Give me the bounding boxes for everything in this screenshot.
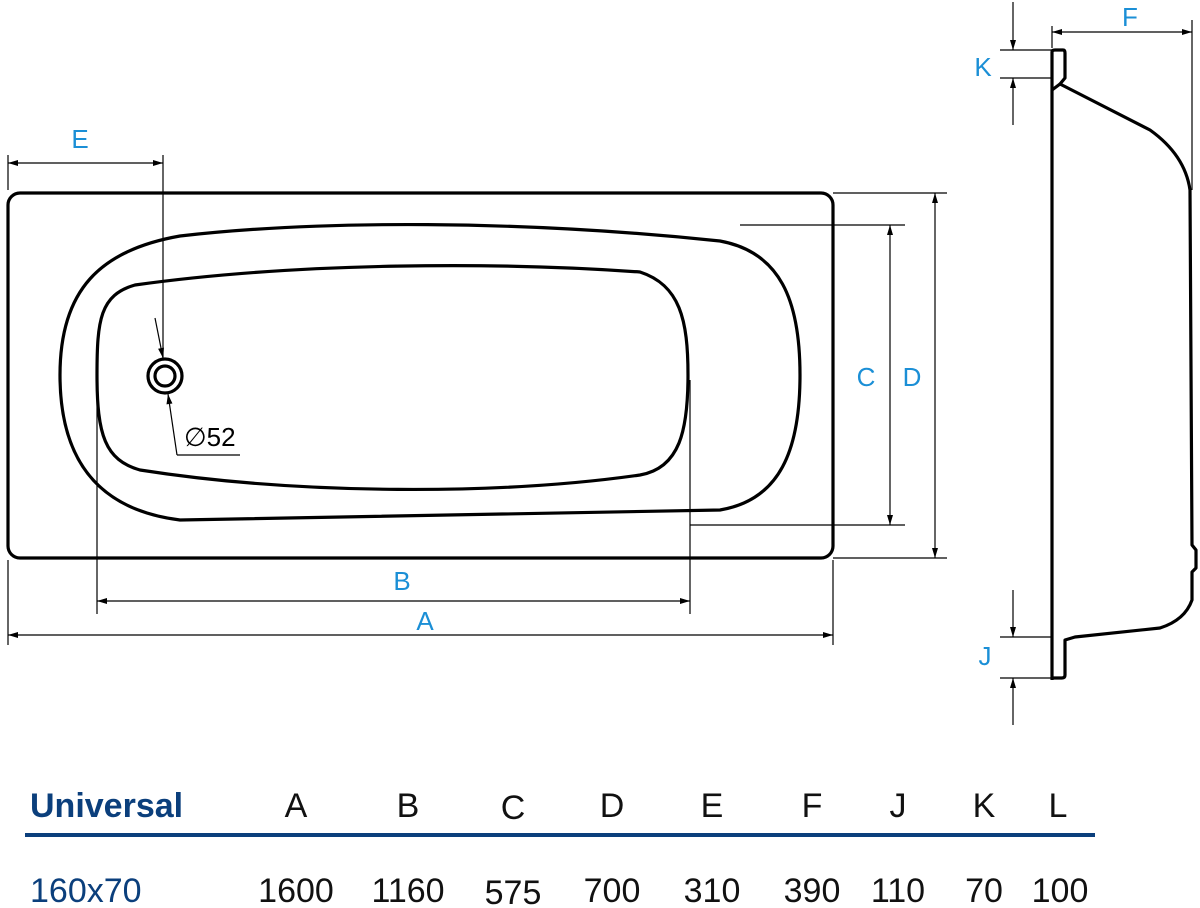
col-header: E [701,787,724,825]
drain-icon [146,357,184,395]
cell: 1600 [258,872,334,908]
table-row: 160x70 1600 1160 575 700 310 390 110 70 … [30,872,1088,908]
cell: 100 [1032,872,1089,908]
col-header: A [285,787,308,825]
dim-label-b: B [393,566,410,596]
dim-label-a: A [416,606,434,636]
tub-outline [6,191,835,560]
cell: 310 [684,872,741,908]
dim-label-c: C [857,362,876,392]
table-header: A B C D E F J K L [285,787,1068,827]
basin-inner [95,264,690,492]
col-header: D [600,787,625,825]
col-header: J [890,787,907,825]
col-header: L [1049,787,1068,825]
top-view: ∅52 E B A C D [6,124,947,645]
cell: 700 [584,872,641,908]
col-header: F [802,787,823,825]
cell: 575 [485,874,542,908]
dimension-table: Universal A B C D E F J K L 160x70 1600 … [25,787,1095,908]
cell: 1160 [371,872,444,908]
dim-label-j: J [979,641,992,671]
cell: 70 [965,872,1003,908]
dim-label-f: F [1122,2,1138,32]
cell: 110 [871,872,925,908]
side-view: F K J [974,2,1198,725]
col-header: B [397,787,420,825]
dim-label-d: D [903,362,922,392]
table-divider [25,833,1095,837]
drain-diameter-label: ∅52 [184,422,236,452]
col-header: K [973,787,996,825]
model-name: 160x70 [30,872,142,908]
col-header: C [501,789,526,827]
cell: 390 [784,872,841,908]
basin-outer [58,222,802,522]
dim-label-e: E [71,124,88,154]
table-title: Universal [30,787,183,825]
side-profile [1050,48,1198,680]
dim-label-k: K [974,52,992,82]
